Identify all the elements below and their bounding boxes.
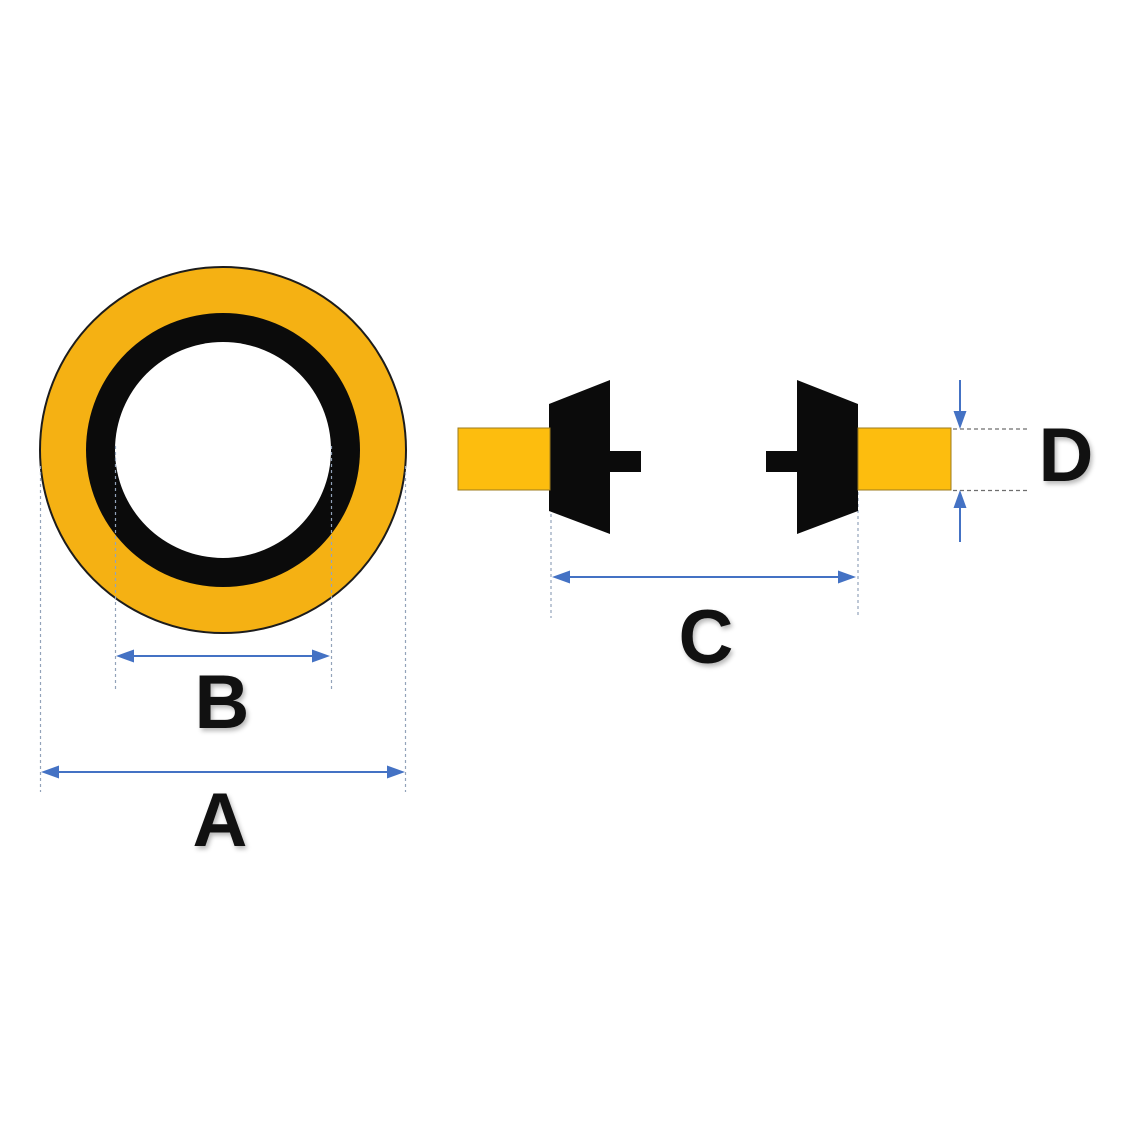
washer-bore-hole <box>115 342 331 558</box>
dimension-label-b: B <box>194 660 250 745</box>
dimension-arrow-a <box>41 765 405 779</box>
dimension-arrow-c <box>552 570 856 584</box>
arrowhead-b-right <box>312 649 330 663</box>
washer-front-view <box>39 266 407 634</box>
dimension-label-c: C <box>678 595 734 680</box>
arrowhead-a-left <box>41 765 59 779</box>
cross-section-left <box>457 380 641 534</box>
rubber-section-right <box>766 380 858 534</box>
guide-lines <box>39 428 1028 792</box>
arrowhead-d-up <box>953 490 967 508</box>
arrowhead-c-right <box>838 570 856 584</box>
cross-section-right <box>766 380 952 534</box>
metal-washer-section-left <box>457 427 551 491</box>
arrowhead-d-down <box>953 411 967 429</box>
rubber-section-left <box>549 380 641 534</box>
dimension-arrow-b <box>116 649 330 663</box>
dimension-arrow-d <box>953 380 967 542</box>
dimension-label-d: D <box>1038 413 1094 498</box>
dimension-label-a: A <box>192 778 248 863</box>
metal-washer-section-right <box>857 427 952 491</box>
arrowhead-a-right <box>387 765 405 779</box>
arrowhead-b-left <box>116 649 134 663</box>
arrowhead-c-left <box>552 570 570 584</box>
